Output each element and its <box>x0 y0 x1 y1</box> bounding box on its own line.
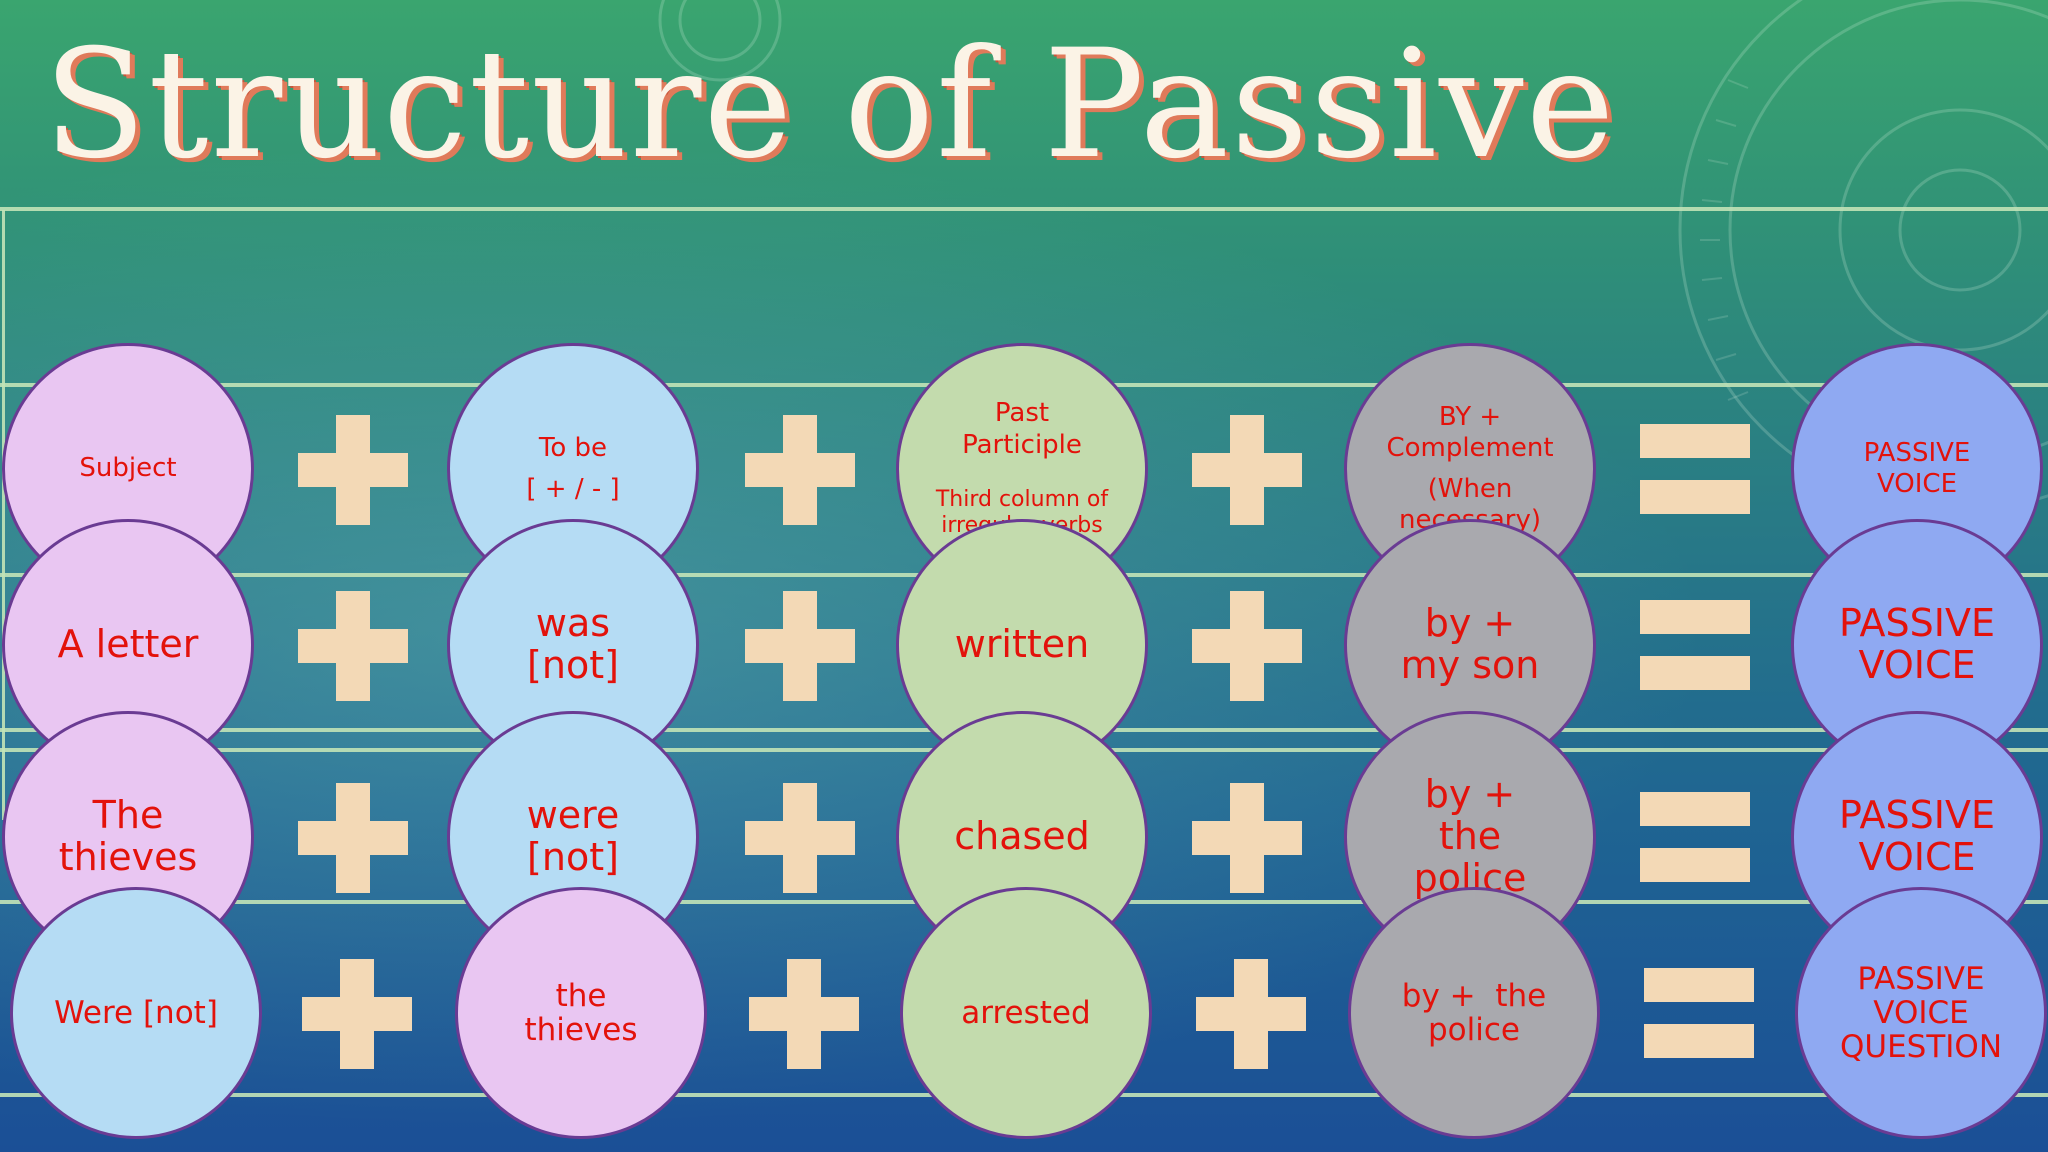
question-subject-text: the <box>555 977 607 1014</box>
plus-icon <box>1196 959 1306 1069</box>
subject-text: The <box>92 793 164 838</box>
by-text: by + <box>1424 772 1516 817</box>
grid-line <box>0 207 2048 211</box>
plus-icon <box>745 591 855 701</box>
be-text: were <box>526 793 620 838</box>
plus-icon <box>298 591 408 701</box>
circle-subject: The thieves <box>2 711 254 963</box>
circle-question-be: Were [not] <box>10 887 262 1139</box>
circle-by-complement: by + the police <box>1348 887 1600 1139</box>
circle-question-subject: the thieves <box>455 887 707 1139</box>
be-text: [not] <box>527 643 619 687</box>
to-be-header-line: To be <box>538 432 608 463</box>
be-text: [not] <box>527 835 619 879</box>
result-text: VOICE <box>1858 643 1976 687</box>
result-text: PASSIVE <box>1839 601 1995 646</box>
plus-icon <box>298 783 408 893</box>
subject-text: A letter <box>57 622 199 667</box>
plus-icon <box>302 959 412 1069</box>
subject-text: thieves <box>58 835 198 879</box>
plus-icon <box>1192 591 1302 701</box>
participle-header-line: Participle <box>962 429 1082 460</box>
page-title: Structure of Passive <box>43 18 1617 192</box>
participle-text: written <box>954 622 1090 667</box>
plus-icon <box>1192 415 1302 525</box>
result-text: PASSIVE <box>1857 960 1985 997</box>
equals-icon <box>1644 968 1754 1058</box>
result-text: VOICE <box>1858 835 1976 879</box>
by-header-line: (When <box>1427 474 1513 504</box>
circle-participle: written <box>896 519 1148 771</box>
result-text: PASSIVE <box>1839 793 1995 838</box>
by-text: the <box>1438 814 1502 859</box>
plus-icon <box>745 783 855 893</box>
equals-icon <box>1640 792 1750 882</box>
participle-text: arrested <box>961 994 1091 1031</box>
plus-icon <box>745 415 855 525</box>
be-text: was <box>535 601 611 646</box>
result-header-line: PASSIVE <box>1863 437 1971 468</box>
by-header-line: BY + <box>1438 401 1502 432</box>
plus-icon <box>298 415 408 525</box>
participle-header-note: Third column of <box>935 486 1109 512</box>
by-text: by + <box>1424 601 1516 646</box>
by-header-line: Complement <box>1386 432 1554 463</box>
result-text: VOICE <box>1873 994 1969 1031</box>
grid-line <box>2 210 5 820</box>
by-text: by + the <box>1401 977 1547 1014</box>
participle-header-line: Past <box>994 398 1050 429</box>
circle-participle: arrested <box>900 887 1152 1139</box>
question-be-text: Were [not] <box>54 994 218 1031</box>
result-header-line: VOICE <box>1876 469 1958 499</box>
to-be-header-line: [ + / - ] <box>526 474 620 504</box>
plus-icon <box>1192 783 1302 893</box>
by-text: my son <box>1400 643 1540 687</box>
equals-icon <box>1640 424 1750 514</box>
result-text: QUESTION <box>1839 1029 2003 1066</box>
participle-text: chased <box>954 814 1090 859</box>
subject-header-label: Subject <box>79 453 177 484</box>
equals-icon <box>1640 600 1750 690</box>
question-subject-text: thieves <box>524 1012 638 1048</box>
by-text: police <box>1428 1012 1520 1048</box>
circle-result: PASSIVE VOICE QUESTION <box>1795 887 2047 1139</box>
plus-icon <box>749 959 859 1069</box>
